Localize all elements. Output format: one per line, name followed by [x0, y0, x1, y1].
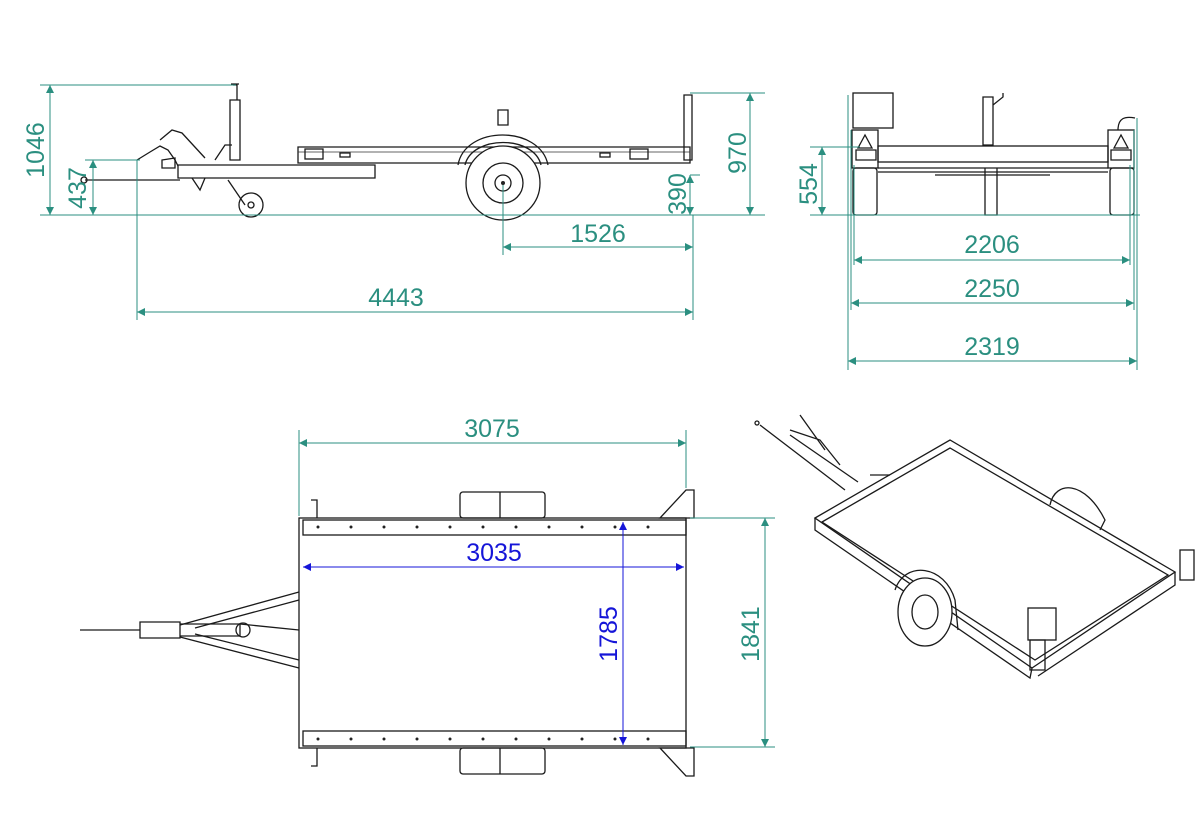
perspective-view	[754, 414, 1195, 680]
rail-hole	[349, 737, 353, 741]
rail-hole	[316, 737, 320, 741]
rail-hole	[349, 525, 353, 529]
rear-view-trailer	[851, 92, 1136, 216]
dim-coupling-height: 437	[64, 167, 92, 209]
rail-hole	[613, 525, 617, 529]
rail-hole	[382, 525, 386, 529]
rail-hole	[448, 525, 452, 529]
rail-hole	[514, 737, 518, 741]
rail-hole	[448, 737, 452, 741]
rail-hole	[613, 737, 617, 741]
dim-bed-width-outer: 1841	[737, 606, 765, 662]
dim-bed-length-outer: 3075	[464, 415, 520, 443]
rail-hole	[646, 737, 650, 741]
rail-hole	[580, 737, 584, 741]
rail-hole	[316, 525, 320, 529]
dim-light-height: 554	[795, 163, 823, 205]
rail-hole	[415, 525, 419, 529]
dim-width-total: 2319	[964, 333, 1020, 361]
dim-tailgate-height: 970	[724, 132, 752, 174]
rail-hole	[547, 525, 551, 529]
side-view: 1046 437 390 970 1526 4443	[22, 83, 765, 320]
rail-hole	[646, 525, 650, 529]
dim-bed-width-inner: 1785	[595, 606, 623, 662]
side-view-trailer	[80, 83, 693, 221]
rail-hole	[547, 737, 551, 741]
dim-bed-height: 390	[664, 173, 692, 215]
rail-hole	[514, 525, 518, 529]
rail-hole	[481, 525, 485, 529]
rear-view: 554 2206 2250 2319	[795, 92, 1140, 370]
dim-bed-length-inner: 3035	[466, 539, 522, 567]
dim-width-inner: 2206	[964, 231, 1020, 259]
rail-hole	[415, 737, 419, 741]
dim-total-length: 4443	[368, 284, 424, 312]
rail-hole	[481, 737, 485, 741]
dim-axle-to-rear: 1526	[570, 220, 626, 248]
top-view: 3075 3035 1785 1841	[80, 415, 775, 777]
dim-width-bed: 2250	[964, 275, 1020, 303]
rail-hole	[382, 737, 386, 741]
dim-total-height: 1046	[22, 122, 50, 178]
rail-hole	[580, 525, 584, 529]
